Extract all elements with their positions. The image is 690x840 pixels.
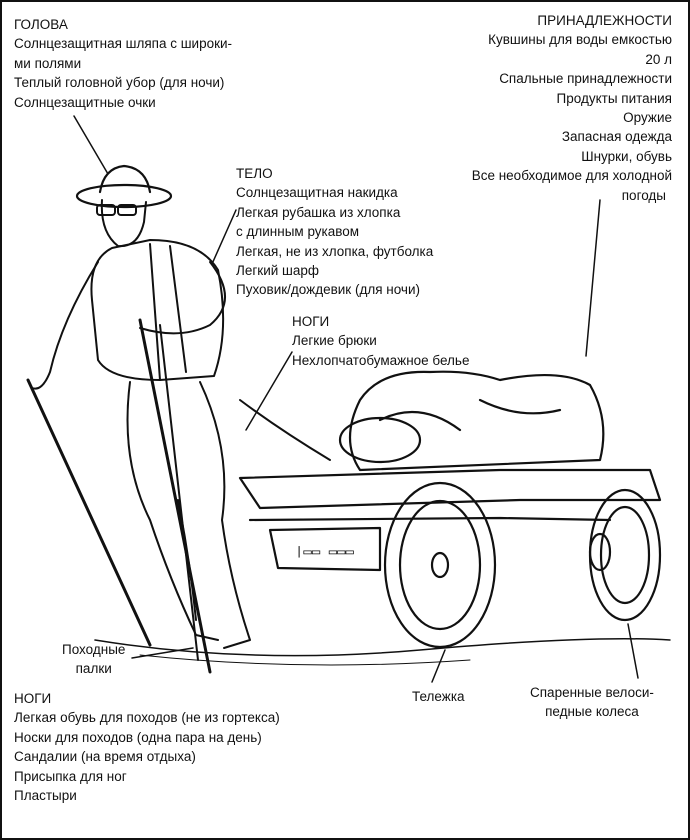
poles-line: Походные bbox=[62, 642, 126, 657]
belongings-line: Спальные принадлежности bbox=[499, 71, 672, 87]
tow-rope bbox=[239, 399, 331, 461]
head-line: Солнцезащитные очки bbox=[14, 94, 156, 110]
feet-line: Сандалии (на время отдыха) bbox=[14, 749, 196, 765]
belongings-line: Кувшины для воды емкостью bbox=[488, 32, 672, 48]
poles-label-group: Походные палки bbox=[62, 640, 125, 679]
belongings-line: Оружие bbox=[623, 110, 672, 126]
cart-side-panel bbox=[268, 526, 382, 572]
left-arm bbox=[31, 261, 99, 390]
torso bbox=[90, 239, 225, 381]
left-leg bbox=[126, 381, 219, 641]
rear-wheel-inner bbox=[599, 505, 651, 605]
body-line: Пуховик/дождевик (для ночи) bbox=[236, 282, 420, 298]
legs-title: НОГИ bbox=[292, 314, 330, 329]
hat-crown bbox=[98, 164, 152, 194]
feet-line: Легкая обувь для походов (не из гортекса… bbox=[14, 710, 280, 726]
wheels-line: педные колеса bbox=[545, 704, 639, 720]
belongings-line: 20 л bbox=[645, 51, 672, 67]
right-arm bbox=[139, 261, 226, 335]
body-line: Легкая, не из хлопка, футболка bbox=[236, 243, 434, 259]
body-line: Легкая рубашка из хлопка bbox=[236, 204, 401, 220]
body-line: Легкий шарф bbox=[236, 263, 319, 279]
feet-line: Пластыри bbox=[14, 788, 77, 804]
cart-figure: ❘▭▭ ▭▭▭ bbox=[238, 370, 662, 649]
head-title: ГОЛОВА bbox=[14, 17, 68, 32]
belongings-line: Все необходимое для холодной bbox=[471, 168, 672, 184]
body-line: с длинным рукавом bbox=[236, 224, 360, 240]
trekking-poles bbox=[26, 318, 212, 674]
leader-lines bbox=[73, 115, 639, 683]
feet-line: Присыпка для ног bbox=[14, 768, 127, 784]
hiker-figure bbox=[31, 164, 251, 649]
belongings-label-group: ПРИНАДЛЕЖНОСТИ Кувшины для воды емкостью… bbox=[472, 11, 672, 205]
belongings-line: погоды bbox=[621, 187, 666, 203]
right-pole bbox=[138, 318, 212, 674]
cart-frame-top bbox=[238, 468, 662, 510]
body-line: Солнцезащитная накидка bbox=[236, 185, 398, 201]
feet-title: НОГИ bbox=[14, 691, 52, 706]
head-label-group: ГОЛОВА Солнцезащитная шляпа с широки- ми… bbox=[14, 15, 232, 112]
legs-line: Легкие брюки bbox=[292, 333, 377, 349]
body-title: ТЕЛО bbox=[236, 166, 273, 181]
wheels-label-group: Спаренные велоси- педные колеса bbox=[530, 683, 654, 722]
wheels-line: Спаренные велоси- bbox=[530, 685, 654, 700]
hat-brim bbox=[75, 183, 173, 209]
belongings-line: Продукты питания bbox=[556, 90, 672, 106]
legs-label-group: НОГИ Легкие брюки Нехлопчатобумажное бел… bbox=[292, 312, 469, 370]
belongings-title: ПРИНАДЛЕЖНОСТИ bbox=[537, 13, 672, 28]
cart-load bbox=[349, 370, 605, 472]
head-line: ми полями bbox=[14, 55, 82, 71]
right-leg bbox=[199, 381, 251, 649]
cart-plate-marks: ❘▭▭ ▭▭▭ bbox=[295, 545, 355, 561]
belongings-line: Запасная одежда bbox=[561, 129, 672, 145]
water-jug bbox=[338, 416, 422, 464]
left-pole bbox=[26, 378, 152, 647]
front-wheel-inner bbox=[398, 499, 482, 631]
feet-label-group: НОГИ Легкая обувь для походов (не из гор… bbox=[14, 689, 280, 805]
ground-line bbox=[94, 638, 671, 657]
cart-label-group: Тележка bbox=[412, 687, 465, 706]
legs-line: Нехлопчатобумажное белье bbox=[292, 352, 470, 368]
head-line: Теплый головной убор (для ночи) bbox=[14, 75, 225, 91]
belongings-line: Шнурки, обувь bbox=[581, 148, 672, 164]
head-line: Солнцезащитная шляпа с широки- bbox=[14, 36, 233, 52]
sunglasses bbox=[96, 204, 116, 216]
body-label-group: ТЕЛО Солнцезащитная накидка Легкая рубаш… bbox=[236, 164, 433, 300]
front-wheel-outer bbox=[383, 481, 497, 649]
poles-line: палки bbox=[75, 661, 112, 677]
cart-label: Тележка bbox=[412, 689, 465, 704]
feet-line: Носки для походов (одна пара на день) bbox=[14, 729, 262, 745]
